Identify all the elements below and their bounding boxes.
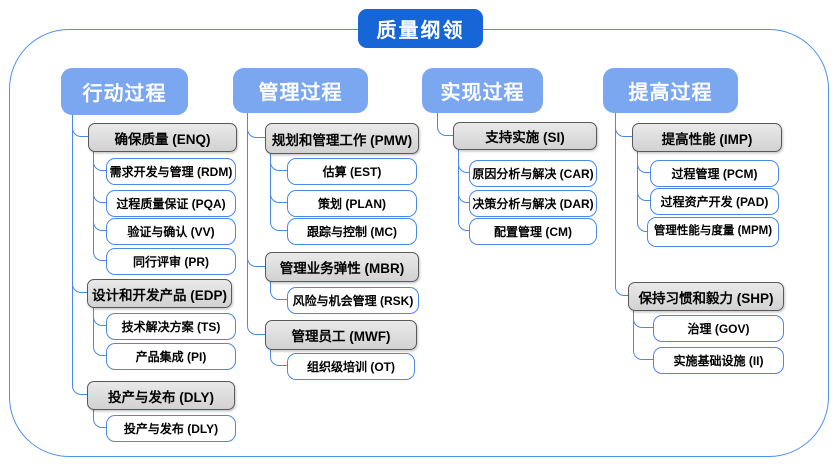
node-plan: 策划 (PLAN) (287, 190, 417, 217)
node-si: 支持实施 (SI) (453, 122, 597, 150)
node-shp: 保持习惯和毅力 (SHP) (628, 282, 784, 311)
node-pcm: 过程管理 (PCM) (650, 160, 779, 187)
node-ii: 实施基础设施 (II) (653, 347, 784, 374)
connector (615, 113, 629, 296)
connector (633, 309, 654, 360)
connector (637, 150, 648, 232)
node-est: 估算 (EST) (287, 158, 417, 185)
node-pi: 产品集成 (PI) (106, 343, 236, 370)
node-mc: 跟踪与控制 (MC) (287, 218, 417, 245)
node-pqa: 过程质量保证 (PQA) (106, 190, 236, 217)
node-cm: 配置管理 (CM) (469, 218, 597, 245)
column-header-implementation-process: 实现过程 (422, 68, 543, 113)
node-mpm: 管理性能与度量 (MPM) (647, 217, 779, 247)
node-vv: 验证与确认 (VV) (106, 218, 236, 245)
title-badge: 质量纲领 (358, 9, 483, 48)
node-ot: 组织级培训 (OT) (287, 353, 415, 380)
node-enq: 确保质量 (ENQ) (88, 123, 237, 152)
connector (437, 113, 454, 136)
connector (270, 152, 288, 231)
connector (72, 115, 88, 395)
connector (270, 280, 288, 300)
connector (93, 306, 107, 356)
connector (270, 348, 288, 366)
node-edp: 设计和开发产品 (EDP) (87, 279, 232, 308)
node-rdm: 需求开发与管理 (RDM) (106, 158, 236, 185)
node-ts: 技术解决方案 (TS) (106, 313, 236, 340)
node-car: 原因分析与解决 (CAR) (469, 160, 597, 187)
node-pr: 同行评审 (PR) (106, 248, 236, 275)
column-header-management-process: 管理过程 (233, 68, 368, 113)
node-rsk: 风险与机会管理 (RSK) (287, 287, 419, 314)
column-header-improvement-process: 提高过程 (603, 68, 738, 113)
node-imp: 提高性能 (IMP) (632, 123, 782, 152)
node-dly: 投产与发布 (DLY) (87, 381, 235, 410)
node-mwf: 管理员工 (MWF) (265, 320, 417, 350)
node-gov: 治理 (GOV) (653, 315, 784, 342)
connector (93, 150, 107, 261)
connector (458, 148, 470, 231)
node-mbr: 管理业务弹性 (MBR) (265, 252, 419, 282)
node-dly-child: 投产与发布 (DLY) (106, 415, 236, 442)
node-pad: 过程资产开发 (PAD) (650, 188, 779, 215)
node-pmw: 规划和管理工作 (PMW) (265, 123, 419, 154)
node-dar: 决策分析与解决 (DAR) (469, 190, 597, 217)
column-header-action-process: 行动过程 (61, 68, 188, 115)
connector (247, 113, 266, 335)
connector (93, 408, 107, 428)
